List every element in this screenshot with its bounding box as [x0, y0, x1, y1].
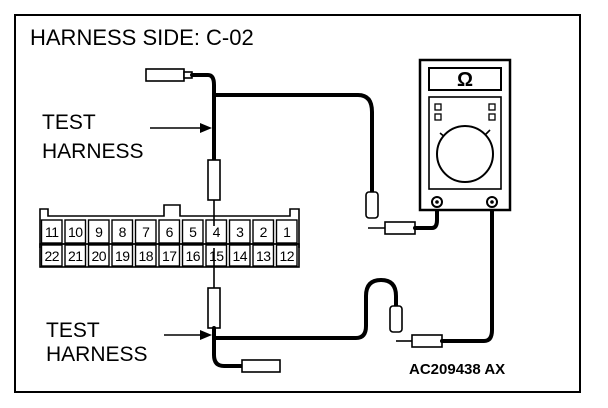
- meter-lead-black-to-jack: [440, 203, 494, 343]
- pin-number-label: 14: [232, 248, 247, 264]
- pin-cavity: [111, 244, 134, 267]
- pin-number-label: 12: [279, 248, 294, 264]
- pin-number-label: 15: [209, 248, 224, 264]
- test-harness-label-lower: TEST HARNESS: [46, 319, 212, 366]
- meter-clip-black: [389, 305, 403, 333]
- meter-lead-black-wire: [212, 278, 398, 340]
- meter-scale-mark-1: [434, 103, 442, 111]
- test-harness-lower-line1: TEST: [46, 319, 100, 342]
- pin-number-label: 10: [68, 224, 83, 240]
- pin-number-label: 11: [45, 224, 59, 240]
- pin-cavity: [134, 219, 157, 244]
- pin-number-label: 16: [185, 248, 200, 264]
- ohmmeter-icon: Ω: [418, 58, 512, 212]
- pin-number-label: 13: [256, 248, 271, 264]
- pin-cavity: [205, 244, 228, 267]
- arrow-head-lower: [200, 330, 212, 340]
- pin-cavity: [87, 219, 110, 244]
- pin-cavity: [252, 219, 275, 244]
- meter-scale-mark-2: [434, 113, 442, 121]
- meter-dial: [436, 125, 494, 183]
- pin-cavity: [111, 219, 134, 244]
- pin-cavity: [228, 219, 251, 244]
- arrow-head-upper: [200, 123, 212, 133]
- pin-number-label: 2: [260, 224, 268, 240]
- pin-cavity: [158, 244, 181, 267]
- page-title: HARNESS SIDE: C-02: [30, 25, 254, 50]
- test-harness-lower: [207, 203, 494, 373]
- pin-number-label: 6: [166, 224, 174, 240]
- pin-cavity: [87, 244, 110, 267]
- meter-jack-red-center: [435, 200, 439, 204]
- pin-cavity: [181, 244, 204, 267]
- meter-display: [428, 67, 502, 91]
- pin-number-label: 18: [138, 248, 153, 264]
- test-harness-label-upper: TEST HARNESS: [42, 111, 212, 163]
- connector-bottom-row: 22 21 20 19 18 17 16 15 14 13 12: [40, 244, 298, 267]
- test-harness-upper-line1: TEST: [42, 111, 96, 134]
- harness-wire-lower: [212, 326, 244, 368]
- pin-number-label: 22: [44, 248, 59, 264]
- test-harness-upper: [145, 68, 439, 235]
- pin-cavity: [64, 219, 87, 244]
- connector-outline: [39, 204, 300, 248]
- figure-frame: [14, 14, 581, 393]
- pin-cavity: [275, 219, 298, 244]
- meter-probe-red-body: [384, 221, 416, 235]
- harness-pin-probe-lower: [207, 287, 221, 329]
- pin-cavity: [40, 244, 63, 267]
- pin-cavity: [275, 244, 298, 267]
- pin-cavity: [40, 219, 63, 244]
- harness-plug-upper-end: [145, 68, 185, 82]
- meter-clip-red: [365, 191, 379, 219]
- test-harness-lower-line2: HARNESS: [46, 343, 148, 366]
- harness-wire-upper: [190, 73, 216, 162]
- meter-mode-symbol: Ω: [457, 69, 473, 91]
- meter-scale-mark-4: [488, 113, 496, 121]
- pin-number-label: 17: [162, 248, 177, 264]
- pin-number-label: 5: [189, 224, 197, 240]
- test-harness-upper-line2: HARNESS: [42, 140, 144, 163]
- meter-probe-black-body: [411, 334, 443, 348]
- pin-number-label: 8: [119, 224, 127, 240]
- pin-cavity: [64, 244, 87, 267]
- meter-jack-black-center: [490, 200, 494, 204]
- pin-cavity: [205, 219, 228, 244]
- pin-cavity: [228, 244, 251, 267]
- pin-number-label: 21: [68, 248, 83, 264]
- pin-number-label: 1: [283, 224, 291, 240]
- pin-number-label: 19: [115, 248, 130, 264]
- pin-number-label: 20: [91, 248, 106, 264]
- harness-plug-lower-end: [241, 359, 281, 373]
- pin-number-label: 7: [142, 224, 150, 240]
- pin-number-label: 4: [213, 224, 221, 240]
- meter-lead-red-wire: [212, 93, 374, 194]
- pin-cavity: [181, 219, 204, 244]
- pin-cavity: [158, 219, 181, 244]
- meter-lead-red-to-jack: [413, 203, 439, 230]
- figure-code: AC209438 AX: [409, 361, 505, 378]
- pin-cavity: [252, 244, 275, 267]
- pin-cavity: [134, 244, 157, 267]
- pin-number-label: 9: [95, 224, 103, 240]
- harness-pin-probe-upper: [207, 159, 221, 201]
- pin-number-label: 3: [236, 224, 244, 240]
- meter-scale-mark-3: [488, 103, 496, 111]
